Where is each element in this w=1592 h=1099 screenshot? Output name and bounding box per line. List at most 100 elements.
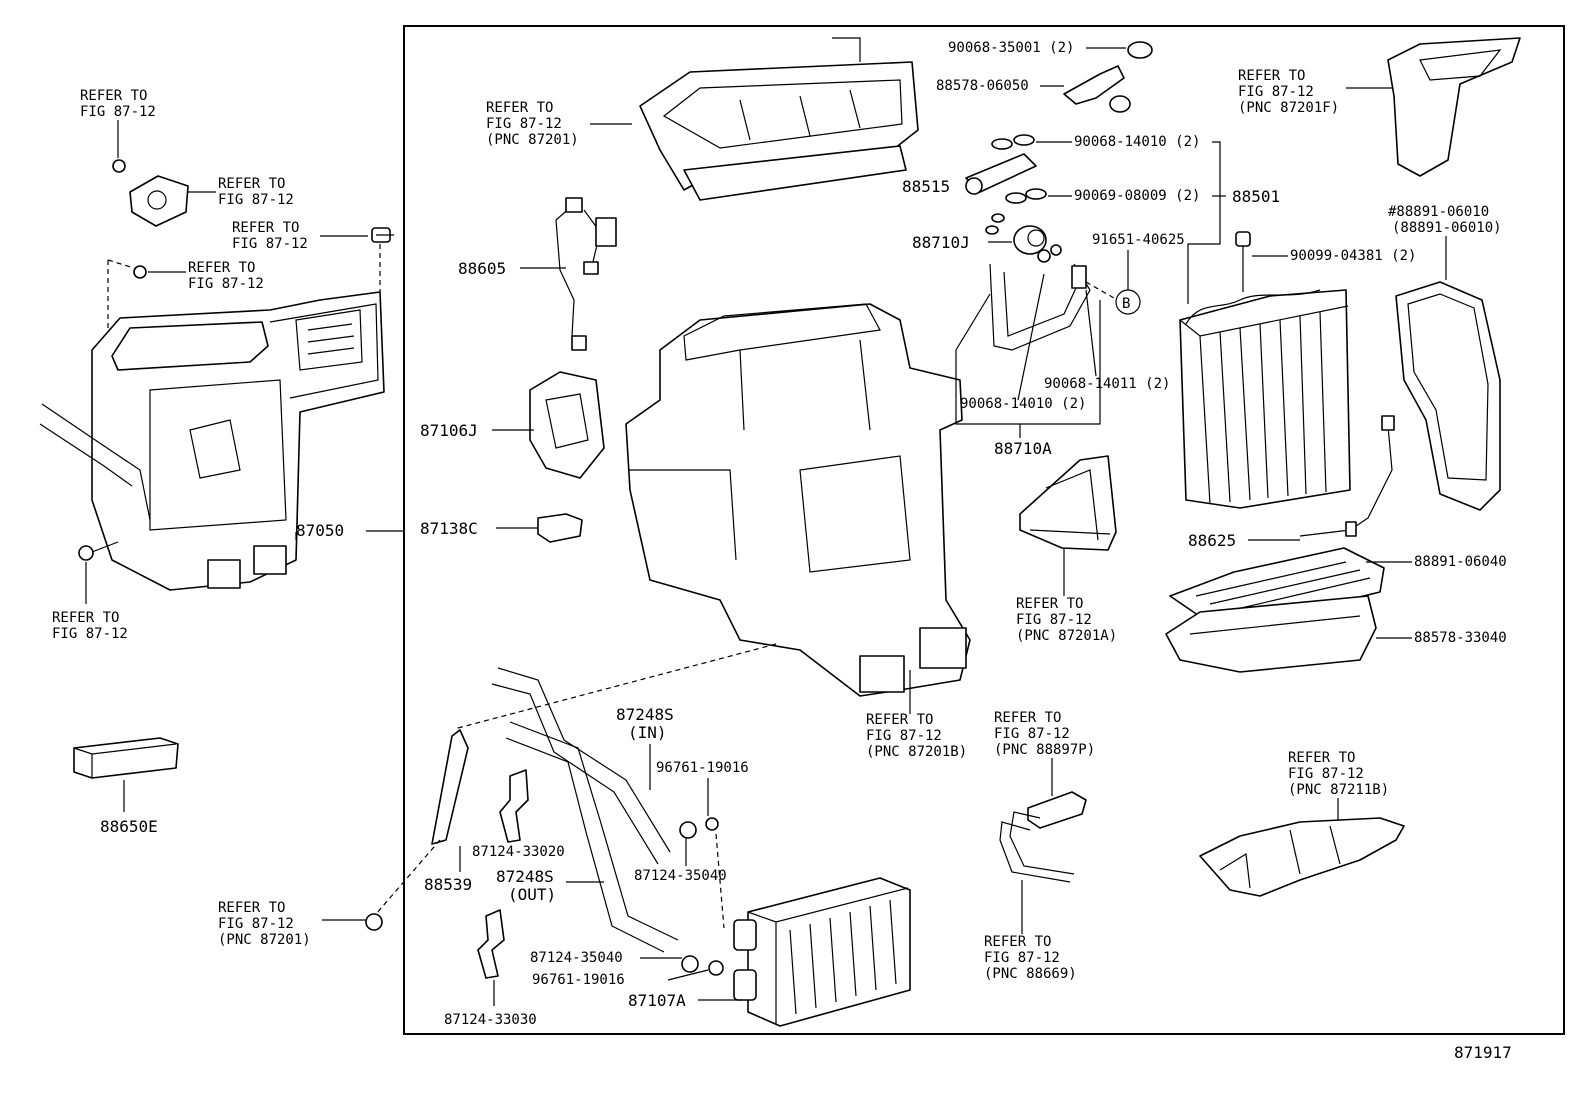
part-number-88501: 88501: [1232, 187, 1280, 206]
air-duct-upper-icon: [1387, 37, 1521, 177]
figure-id: 871917: [1454, 1043, 1512, 1062]
bolt-icon: [78, 541, 119, 561]
part-number-90099-04381: 90099-04381 (2): [1290, 248, 1416, 264]
part-number-88515: 88515: [902, 177, 950, 196]
refer-label: REFER TO: [994, 710, 1061, 726]
part-number-88891-06010: #88891-06010: [1388, 204, 1489, 220]
o-ring-icon: [705, 817, 719, 831]
clamp-icon: [679, 821, 697, 839]
pnc-label: (PNC 87201B): [866, 744, 967, 760]
fig-label: FIG 87-12: [994, 726, 1070, 742]
part-number-90068-14010: 90068-14010 (2): [1074, 134, 1200, 150]
refer-label: REFER TO: [866, 712, 933, 728]
fig-label: FIG 87-12: [218, 192, 294, 208]
part-number-96761-19016: 96761-19016: [532, 972, 625, 988]
receiver-drier-icon: [965, 153, 1037, 195]
part-number-87106j: 87106J: [420, 421, 478, 440]
part-number-87248s-in: 87248S: [616, 705, 674, 724]
drain-hose-fitting-icon: [999, 791, 1087, 883]
refer-label: REFER TO: [1288, 750, 1355, 766]
part-number-88710j: 88710J: [912, 233, 970, 252]
screw-icon: [371, 227, 394, 243]
fig-label: FIG 87-12: [486, 116, 562, 132]
hvac-unit-assembly-icon: [39, 291, 385, 591]
grommet-icon: [365, 913, 383, 931]
part-number-87248s-out: 87248S: [496, 867, 554, 886]
fig-label: FIG 87-12: [80, 104, 156, 120]
fig-label: FIG 87-12: [984, 950, 1060, 966]
refer-label: REFER TO: [984, 934, 1051, 950]
pnc-label: (PNC 87201A): [1016, 628, 1117, 644]
part-number-90068-14010: 90068-14010 (2): [960, 396, 1086, 412]
part-number-87138c: 87138C: [420, 519, 478, 538]
sensor-icon: [537, 513, 583, 543]
pnc-label: (PNC 88897P): [994, 742, 1095, 758]
callout-b-label: B: [1122, 296, 1130, 312]
refer-label: REFER TO: [188, 260, 255, 276]
callout-b-icon: [1115, 289, 1141, 315]
pnc-label: (PNC 87211B): [1288, 782, 1389, 798]
fig-label: FIG 87-12: [1238, 84, 1314, 100]
hvac-case-main-icon: [625, 303, 971, 697]
fig-label: FIG 87-12: [218, 916, 294, 932]
pnc-label: (PNC 88669): [984, 966, 1077, 982]
refrigerant-pipe-icon: [989, 244, 1091, 351]
wire-harness-icon: [555, 197, 617, 351]
foot-duct-icon: [1199, 817, 1405, 897]
out-label: (OUT): [508, 885, 556, 904]
part-number-87124-33020: 87124-33020: [472, 844, 565, 860]
part-number-90068-35001: 90068-35001 (2): [948, 40, 1074, 56]
o-ring-icon: [708, 960, 724, 976]
in-label: (IN): [628, 723, 667, 742]
refer-group-top-left: REFER TO FIG 87-12: [80, 88, 156, 120]
refer-label: REFER TO: [486, 100, 553, 116]
grommet-icon: [112, 159, 126, 173]
fig-label: FIG 87-12: [866, 728, 942, 744]
part-number-88650e: 88650E: [100, 817, 158, 836]
part-number-87050: 87050: [296, 521, 344, 540]
blower-case-top-icon: [639, 37, 919, 201]
part-number-87124-35040: 87124-35040: [634, 868, 727, 884]
evaporator-icon: [1179, 289, 1351, 509]
seal-plate-icon: [129, 175, 189, 227]
part-number-96761-19016: 96761-19016: [656, 760, 749, 776]
clip-icon: [133, 265, 147, 279]
heater-core-icon: [733, 877, 911, 1027]
part-number-87124-33030: 87124-33030: [444, 1012, 537, 1028]
pnc-label: (PNC 87201): [486, 132, 579, 148]
pnc-label: (PNC 87201): [218, 932, 311, 948]
part-number-87107a: 87107A: [628, 991, 686, 1010]
part-number-88578-33040: 88578-33040: [1414, 630, 1507, 646]
refer-label: REFER TO: [218, 900, 285, 916]
heater-hose-out-icon: [505, 721, 679, 953]
fig-label: FIG 87-12: [188, 276, 264, 292]
part-number-88605: 88605: [458, 259, 506, 278]
part-number-88891-06010-alt: (88891-06010): [1392, 220, 1502, 236]
refer-label: REFER TO: [232, 220, 299, 236]
expansion-valve-icon: [1013, 225, 1047, 255]
refer-label: REFER TO: [80, 88, 147, 104]
refer-label: REFER TO: [1238, 68, 1305, 84]
part-number-90068-14011: 90068-14011 (2): [1044, 376, 1170, 392]
heater-hose-in-icon: [491, 667, 671, 865]
refer-label: REFER TO: [1016, 596, 1083, 612]
part-number-88539: 88539: [424, 875, 472, 894]
evaporator-seal-icon: [1395, 281, 1501, 511]
fig-label: FIG 87-12: [1288, 766, 1364, 782]
part-number-88625: 88625: [1188, 531, 1236, 550]
refer-label: REFER TO: [52, 610, 119, 626]
fig-label: FIG 87-12: [1016, 612, 1092, 628]
fig-label: FIG 87-12: [232, 236, 308, 252]
clamp-icon: [681, 955, 699, 973]
drain-tray-icon: [1165, 547, 1385, 673]
part-number-91651-40625: 91651-40625: [1092, 232, 1185, 248]
control-module-icon: [73, 737, 179, 779]
part-number-88710a: 88710A: [994, 439, 1052, 458]
assembly-frame: [403, 25, 1565, 1035]
hose-88539-icon: [431, 729, 469, 845]
actuator-icon: [529, 371, 605, 479]
clip-bracket-icon: [477, 909, 505, 979]
refer-label: REFER TO: [218, 176, 285, 192]
bracket-icon: [1063, 65, 1125, 105]
